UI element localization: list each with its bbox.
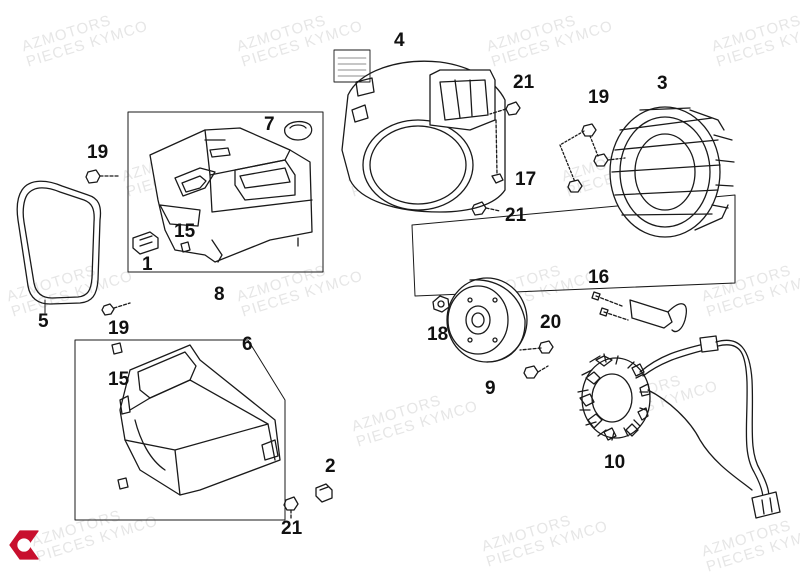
stator-part-10[interactable] [577, 335, 781, 519]
label-part-9[interactable]: 9 [485, 378, 496, 399]
bolt-part-19-fan[interactable] [559, 123, 626, 193]
label-part-20[interactable]: 20 [540, 312, 562, 333]
fan-housing-part-4[interactable] [333, 49, 506, 213]
bolt-part-16[interactable] [591, 291, 687, 333]
flywheel-part-9[interactable] [446, 277, 528, 363]
label-part-3[interactable]: 3 [657, 73, 668, 94]
label-part-2[interactable]: 2 [325, 456, 336, 477]
bolt-part-21-middle[interactable] [471, 201, 501, 216]
grommet-part-7[interactable] [284, 120, 313, 141]
nut-part-18[interactable] [432, 295, 450, 313]
azmotors-logo [9, 530, 39, 560]
nut-clip-part-15-upper[interactable] [180, 241, 191, 253]
cooling-fan-part-3[interactable] [609, 106, 735, 238]
clamp-part-2[interactable] [315, 483, 333, 503]
bolt-part-20[interactable] [519, 340, 554, 379]
label-part-19-fan[interactable]: 19 [588, 87, 610, 108]
label-part-19-lower-left[interactable]: 19 [108, 318, 130, 339]
label-part-1[interactable]: 1 [142, 254, 153, 275]
upper-shroud-part-8[interactable] [149, 127, 313, 263]
nut-clip-part-15-lower[interactable] [111, 342, 129, 490]
label-part-19-upper-left[interactable]: 19 [87, 142, 109, 163]
label-part-6[interactable]: 6 [242, 334, 253, 355]
label-part-17[interactable]: 17 [515, 169, 537, 190]
bolt-part-21-lower[interactable] [283, 496, 299, 521]
label-part-8[interactable]: 8 [214, 284, 225, 305]
bolt-part-19-upper-left[interactable] [85, 169, 119, 184]
label-part-21-top[interactable]: 21 [513, 72, 535, 93]
gasket-part-5[interactable] [16, 180, 102, 314]
label-part-18[interactable]: 18 [427, 324, 449, 345]
label-part-10[interactable]: 10 [604, 452, 626, 473]
label-part-4[interactable]: 4 [394, 30, 405, 51]
label-part-5[interactable]: 5 [38, 311, 49, 332]
label-part-15-lower[interactable]: 15 [108, 369, 130, 390]
label-part-16[interactable]: 16 [588, 267, 610, 288]
group-6-frame [74, 339, 286, 521]
label-part-7[interactable]: 7 [264, 114, 275, 135]
bolt-part-19-lower-left[interactable] [101, 302, 131, 316]
label-part-15-upper[interactable]: 15 [174, 221, 196, 242]
group-8-frame [127, 111, 324, 273]
label-part-21-middle[interactable]: 21 [505, 205, 527, 226]
stud-part-17[interactable] [491, 119, 504, 184]
label-part-21-lower[interactable]: 21 [281, 518, 303, 539]
clip-part-1[interactable] [132, 231, 159, 255]
bolt-part-21-top[interactable] [489, 101, 521, 116]
lower-shroud-part-6[interactable] [119, 344, 281, 496]
